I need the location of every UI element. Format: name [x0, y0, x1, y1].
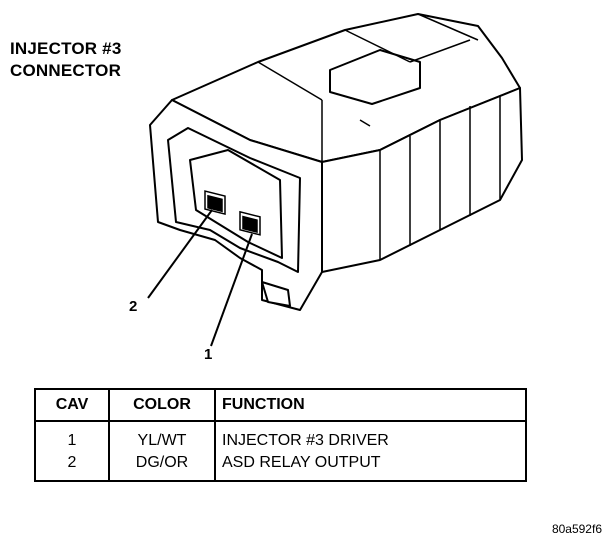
header-function: FUNCTION	[214, 388, 527, 422]
row-color: YL/WT	[108, 421, 216, 452]
pin2-callout: 2	[129, 298, 138, 315]
row-function: INJECTOR #3 DRIVER	[214, 421, 527, 452]
pin1-callout: 1	[204, 346, 213, 363]
connector-title: INJECTOR #3 CONNECTOR	[10, 38, 121, 82]
header-cav: CAV	[34, 388, 110, 422]
pinout-table: CAV COLOR FUNCTION 1 YL/WT INJECTOR #3 D…	[34, 388, 527, 482]
connector-lock-tab	[261, 281, 291, 307]
connector-title-line1: INJECTOR #3	[10, 39, 122, 58]
row-color: DG/OR	[108, 452, 216, 482]
figure-code: 80a592f6	[551, 522, 602, 536]
connector-title-line2: CONNECTOR	[10, 61, 122, 80]
row-cav: 1	[34, 421, 110, 452]
table-row: 2 DG/OR ASD RELAY OUTPUT	[34, 452, 527, 482]
pin1-leader	[210, 233, 253, 347]
row-cav: 2	[34, 452, 110, 482]
connector-latch	[329, 49, 421, 105]
pin2-leader	[147, 209, 213, 299]
header-color: COLOR	[108, 388, 216, 422]
table-header-row: CAV COLOR FUNCTION	[34, 388, 527, 422]
row-function: ASD RELAY OUTPUT	[214, 452, 527, 482]
connector-illustration	[147, 13, 523, 347]
table-row: 1 YL/WT INJECTOR #3 DRIVER	[34, 421, 527, 452]
connector-housing-side	[321, 87, 523, 273]
